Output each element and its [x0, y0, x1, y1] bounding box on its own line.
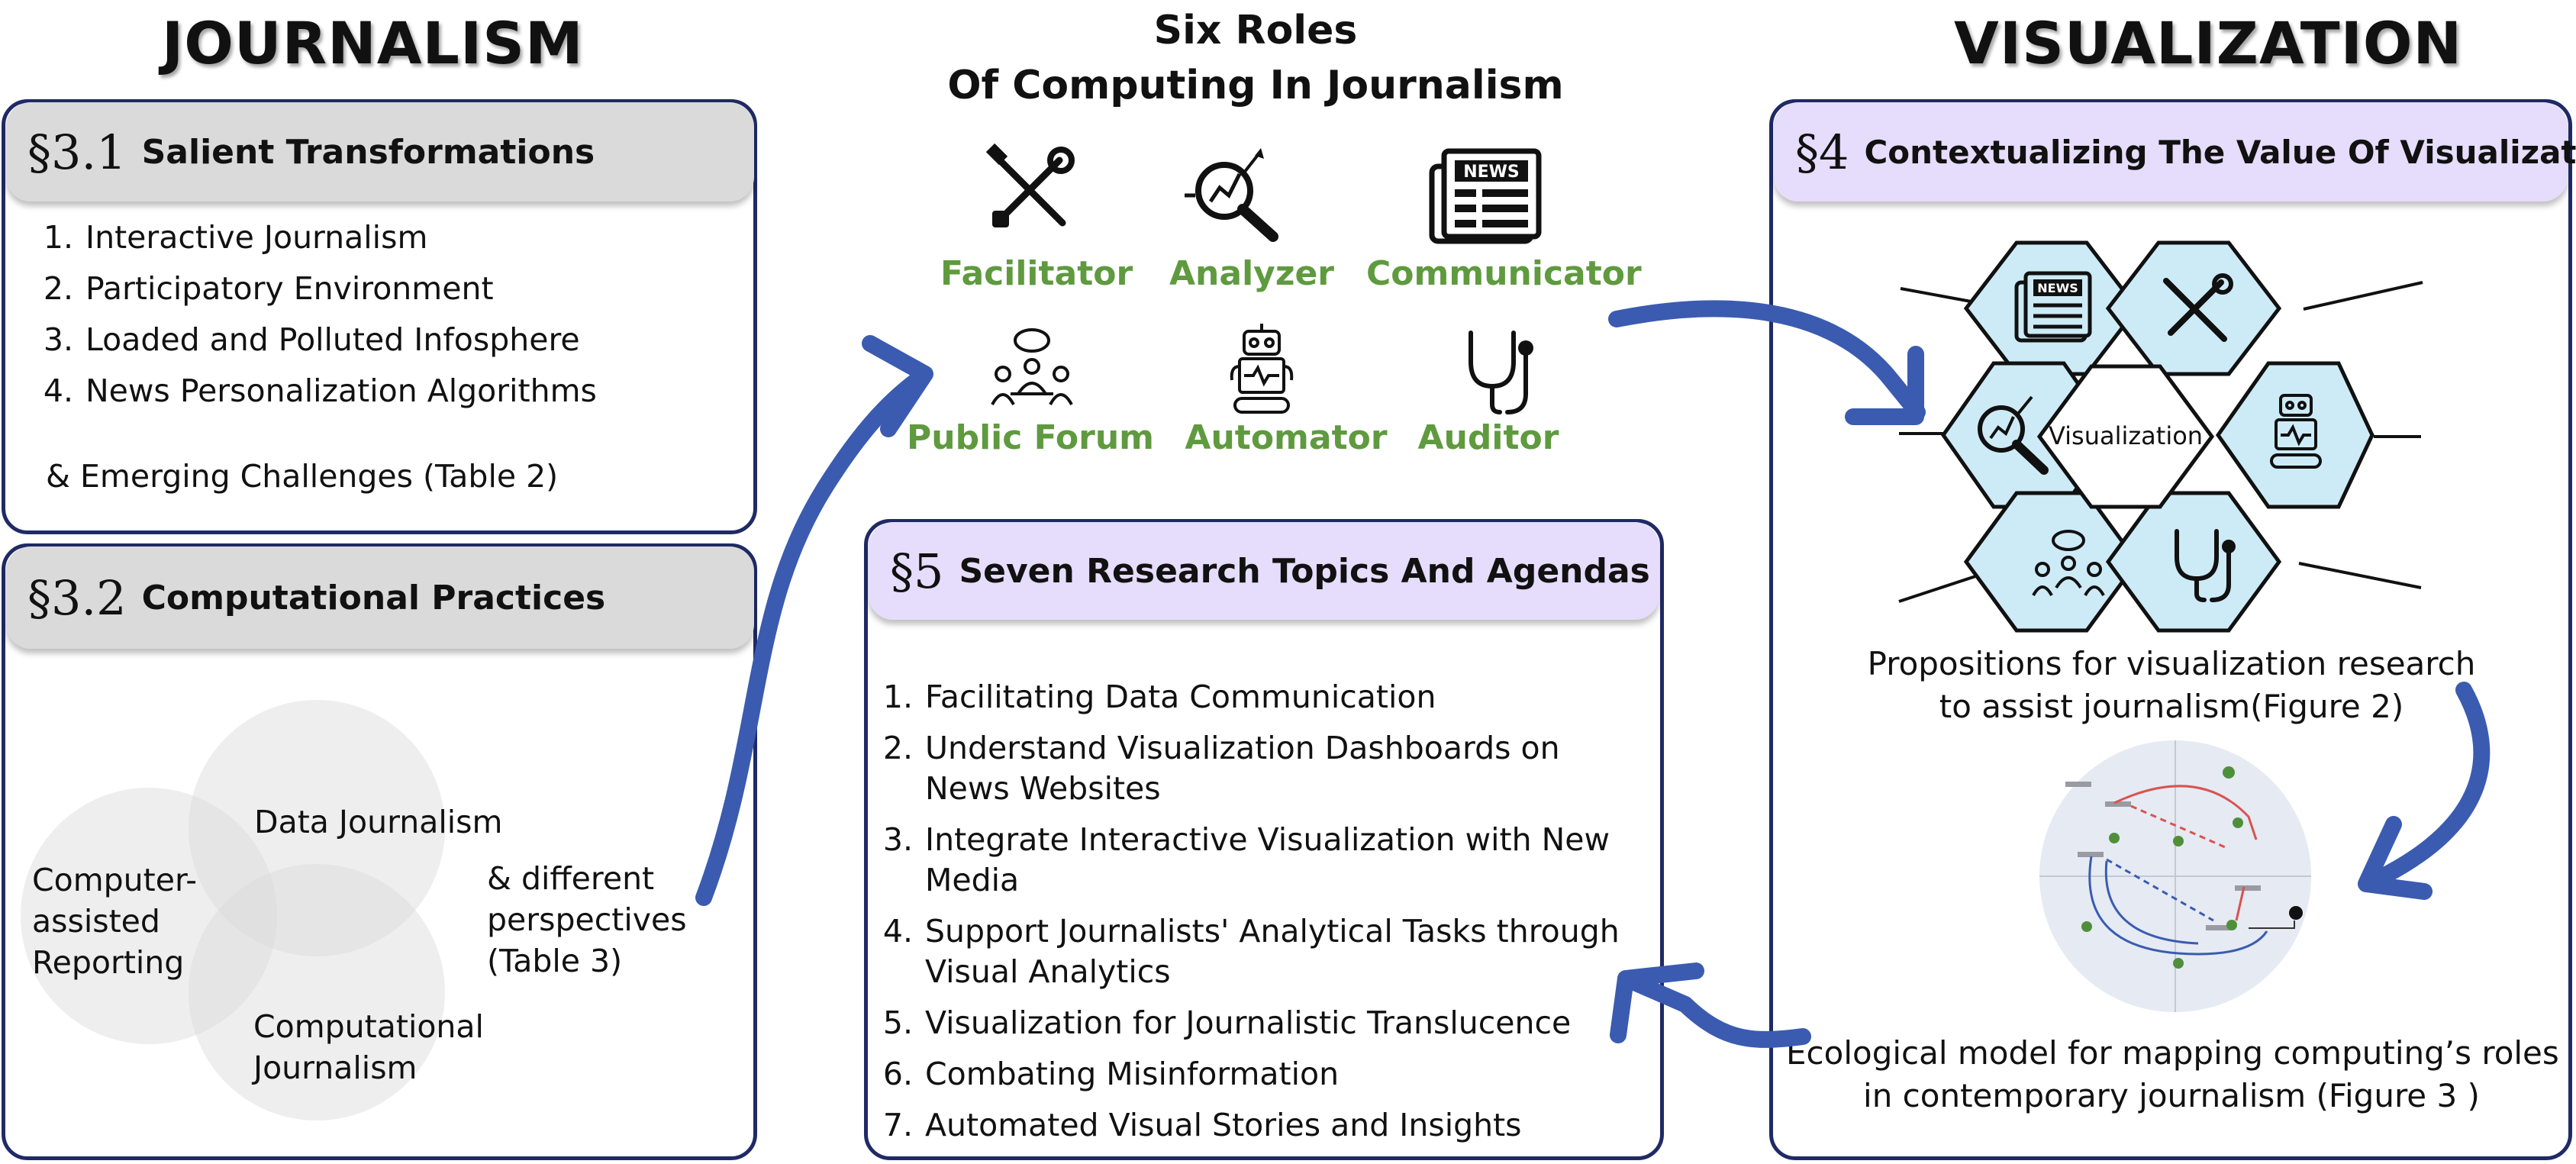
- hex-auditor: [2105, 491, 2282, 633]
- role-facilitator: Facilitator: [940, 254, 1133, 293]
- arrow-head-roles: [862, 335, 933, 437]
- list-item: 1.Interactive Journalism: [43, 219, 428, 256]
- section4-number: §4: [1795, 124, 1849, 180]
- newspaper-icon: NEWS: [1429, 148, 1542, 244]
- hex-auditor-icon: [2175, 529, 2236, 602]
- role-communicator: Communicator: [1366, 254, 1642, 293]
- list-item: 3.Integrate Interactive Visualization wi…: [882, 821, 1610, 898]
- venn-circle-data: [189, 700, 445, 956]
- venn-label-car: Computer- assisted Reporting: [32, 862, 197, 981]
- section31-extra: & Emerging Challenges (Table 2): [46, 458, 559, 495]
- section32-extra: & different perspectives (Table 3): [487, 860, 687, 979]
- magnifier-chart-icon: [1185, 148, 1278, 242]
- list-item: 4.Support Journalists' Analytical Tasks …: [882, 913, 1620, 990]
- panel-research-topics: [864, 519, 1664, 1160]
- visualization-heading: VISUALIZATION: [1954, 9, 2463, 77]
- section32-header: §3.2 Computational Practices: [6, 547, 754, 649]
- hex-center: [2036, 364, 2215, 509]
- hex-forum-icon: [2032, 530, 2105, 597]
- caption-ecological-model: Ecological model for mapping computing’s…: [1786, 1034, 2559, 1114]
- role-analyzer: Analyzer: [1169, 254, 1334, 293]
- venn-label-data-journalism: Data Journalism: [254, 804, 503, 840]
- roles-heading-line2: Of Computing In Journalism: [947, 63, 1564, 108]
- section5-list: 1.Facilitating Data Communication 2.Unde…: [879, 677, 1643, 1146]
- list-item: 6.Combating Misinformation: [882, 1056, 1340, 1092]
- section31-list: 1.Interactive Journalism 2.Participatory…: [40, 212, 597, 417]
- section31-header: §3.1 Salient Transformations: [6, 102, 754, 202]
- list-item: 4.News Personalization Algorithms: [43, 372, 597, 409]
- hex-news-icon: NEWS: [2014, 271, 2092, 343]
- list-item: 2.Understand Visualization Dashboards on…: [882, 730, 1560, 807]
- robot-icon: [1230, 324, 1294, 414]
- section4-title: Contextualizing The Value Of Visualizati…: [1864, 133, 2576, 171]
- journalism-heading: JOURNALISM: [162, 9, 584, 77]
- section5-title: Seven Research Topics And Agendas: [959, 551, 1650, 591]
- stethoscope-icon: [1469, 330, 1533, 414]
- section31-title: Salient Transformations: [141, 132, 595, 172]
- section4-header: §4 Contextualizing The Value Of Visualiz…: [1774, 102, 2576, 202]
- arrow-head-model: [2358, 816, 2433, 900]
- role-public-forum: Public Forum: [907, 418, 1155, 457]
- section32-number: §3.2: [27, 569, 127, 626]
- roles-heading: Six Roles Of Computing In Journalism: [901, 3, 1610, 113]
- list-item: 1.Facilitating Data Communication: [882, 679, 1436, 715]
- section5-header: §5 Seven Research Topics And Agendas: [869, 522, 1659, 620]
- list-item: 7.Automated Visual Stories and Insights: [882, 1107, 1522, 1143]
- arrow-roles-to-visualization: [1608, 300, 1926, 421]
- venn-circle-car: [21, 788, 277, 1044]
- caption-propositions: Propositions for visualization research …: [1867, 645, 2476, 725]
- arrow-practices-to-roles: [695, 367, 932, 906]
- role-automator: Automator: [1185, 418, 1388, 457]
- hex-tools-icon: [2163, 273, 2233, 342]
- roles-heading-line1: Six Roles: [1153, 8, 1358, 53]
- arrow-model-to-topics: [1617, 970, 1811, 1048]
- hex-center-label: Visualization: [2049, 421, 2203, 450]
- meeting-icon: [991, 328, 1073, 405]
- role-auditor: Auditor: [1417, 418, 1559, 457]
- svg-text:NEWS: NEWS: [2037, 281, 2078, 295]
- section5-number: §5: [890, 543, 944, 599]
- arrow-propositions-to-model: [2359, 682, 2491, 892]
- list-item: 5.Visualization for Journalistic Translu…: [882, 1004, 1572, 1041]
- hex-analyzer-icon: [1978, 395, 2049, 475]
- venn-circle-computational: [189, 864, 445, 1120]
- venn-label-computational-journalism: Computational Journalism: [253, 1008, 484, 1086]
- list-item: 3.Loaded and Polluted Infosphere: [43, 321, 580, 358]
- tools-icon: [985, 143, 1075, 227]
- svg-text:NEWS: NEWS: [1463, 163, 1520, 182]
- section31-number: §3.1: [27, 124, 127, 180]
- hex-robot-icon: [2270, 394, 2322, 469]
- arrow-head-visualization: [1845, 346, 1924, 425]
- list-item: 2.Participatory Environment: [43, 270, 494, 307]
- section32-title: Computational Practices: [141, 578, 606, 617]
- arrow-head-topics: [1610, 962, 1704, 1043]
